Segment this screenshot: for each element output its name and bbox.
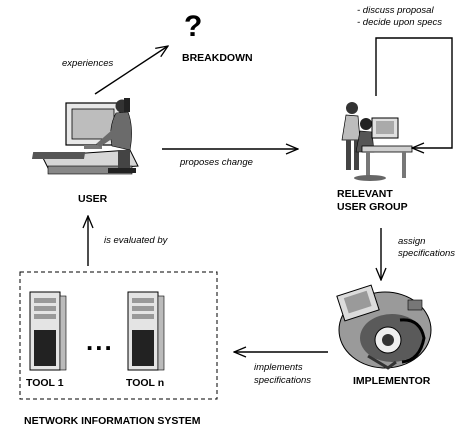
group-label-line1: RELEVANT (337, 188, 393, 200)
tools-ellipsis: ... (86, 326, 114, 356)
network-information-system-box (19, 271, 218, 400)
implements-label-line2: specifications (254, 375, 311, 386)
experiences-arrow (94, 46, 168, 95)
tool-n-label: TOOL n (126, 377, 164, 389)
assign-label-line1: assign (398, 236, 425, 247)
assign-label-line2: specifications (398, 248, 455, 259)
experiences-label: experiences (62, 58, 113, 69)
user-group-illustration (341, 102, 413, 181)
implements-label-line1: implements (254, 362, 303, 373)
tool-1-server-icon (29, 291, 67, 371)
network-information-system-label: NETWORK INFORMATION SYSTEM (24, 415, 201, 427)
evaluated-by-label: is evaluated by (104, 235, 169, 246)
tool-1-label: TOOL 1 (26, 377, 64, 389)
tool-n-server-icon (127, 291, 165, 371)
discussion-loop-arrow (375, 37, 453, 148)
group-label-line2: USER GROUP (337, 201, 408, 213)
implementor-label: IMPLEMENTOR (353, 375, 431, 387)
proposes-change-label: proposes change (179, 157, 253, 168)
user-label: USER (78, 193, 108, 205)
breakdown-label: BREAKDOWN (182, 52, 253, 64)
question-mark-icon: ? (184, 10, 202, 43)
discuss-proposal-label: - discuss proposal (357, 5, 434, 16)
implementor-illustration (336, 284, 432, 370)
decide-specs-label: - decide upon specs (357, 17, 442, 28)
user-at-computer-illustration (31, 98, 139, 175)
